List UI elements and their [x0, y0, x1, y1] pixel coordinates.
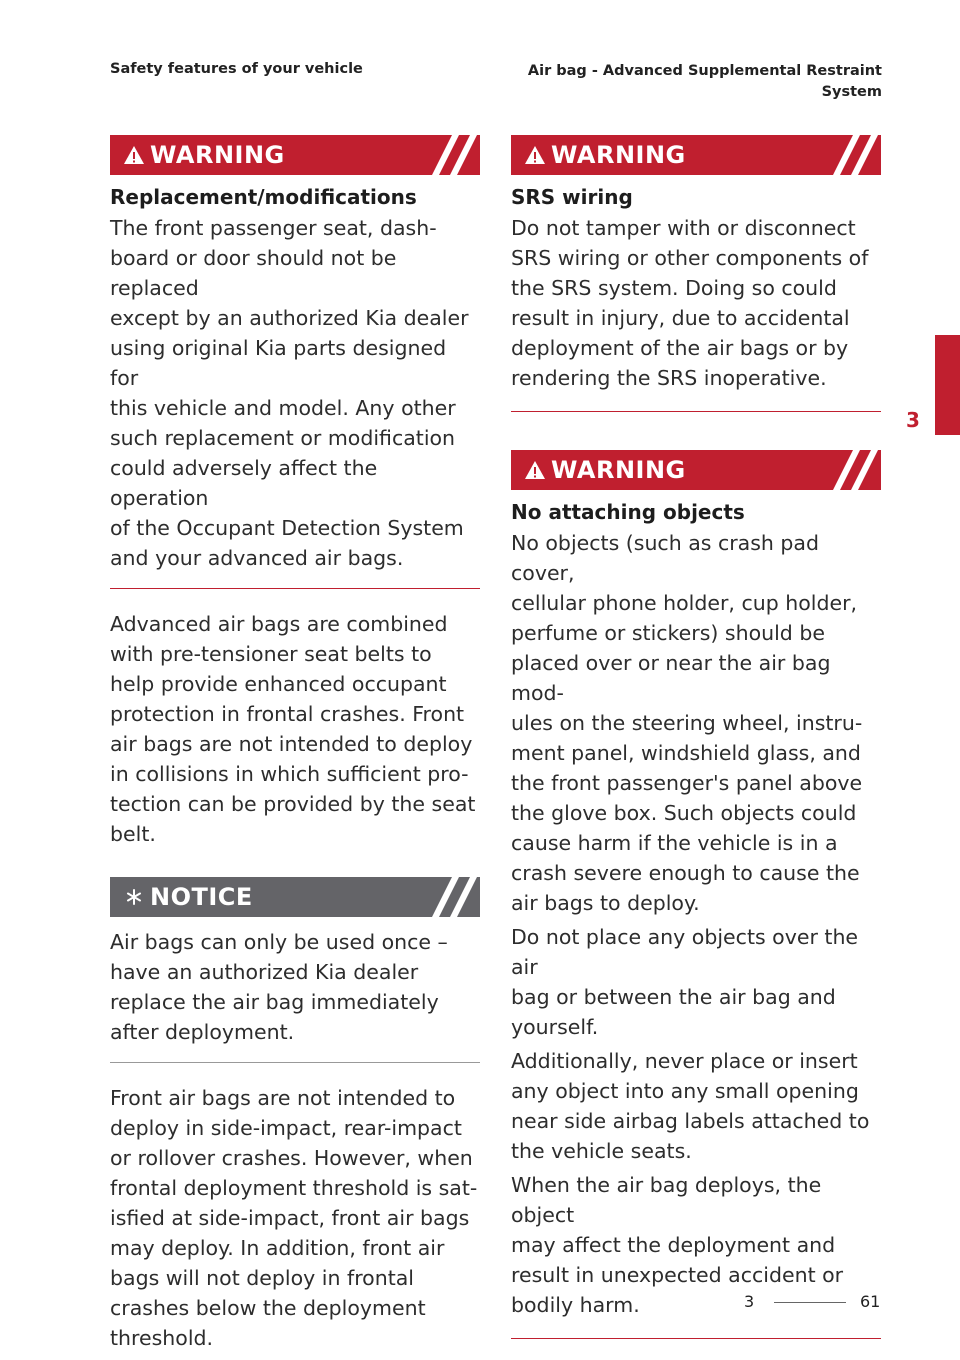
- warning-label: WARNING: [551, 141, 686, 169]
- asterisk-icon: [127, 889, 141, 905]
- notice-label: NOTICE: [150, 883, 253, 911]
- warning-box-header: WARNING: [110, 135, 480, 175]
- header-section-title: Safety features of your vehicle: [110, 61, 363, 77]
- warning-label: WARNING: [150, 141, 285, 169]
- warning-text: Do not tamper with or disconnect SRS wir…: [511, 216, 869, 390]
- warning-text: Do not place any objects over the air ba…: [511, 925, 859, 1039]
- divider: [110, 1062, 480, 1063]
- stripes-decoration: [432, 135, 477, 175]
- warning-label: WARNING: [551, 456, 686, 484]
- footer-chapter-number: 3: [744, 1292, 755, 1311]
- notice-box-header: NOTICE: [110, 877, 480, 917]
- divider: [511, 1338, 881, 1339]
- warning-triangle-icon: [525, 461, 545, 479]
- warning-text: No objects (such as crash pad cover, cel…: [511, 531, 863, 915]
- chapter-tab-number: 3: [906, 408, 920, 432]
- warning-text: Additionally, never place or insert any …: [511, 1049, 870, 1163]
- divider: [110, 588, 480, 589]
- right-column: WARNING SRS wiring Do not tamper with or…: [511, 135, 881, 1339]
- warning-box-header: WARNING: [511, 135, 881, 175]
- warning-title: SRS wiring: [511, 185, 633, 209]
- stripes-decoration: [432, 877, 477, 917]
- notice-text: Air bags can only be used once – have an…: [110, 930, 448, 1044]
- body-paragraph: Front air bags are not intended to deplo…: [110, 1086, 478, 1350]
- chapter-tab: [935, 335, 960, 435]
- header-topic-title: Air bag - Advanced Supplemental Restrain…: [527, 63, 882, 101]
- warning-title: No attaching objects: [511, 500, 745, 524]
- left-column: WARNING Replacement/modifications The fr…: [110, 135, 480, 1353]
- footer-divider: [774, 1302, 846, 1303]
- warning-text: The front passenger seat, dash- board or…: [110, 216, 469, 570]
- body-paragraph: Advanced air bags are combined with pre-…: [110, 612, 476, 846]
- stripes-decoration: [833, 450, 878, 490]
- footer-page-number: 61: [860, 1292, 881, 1311]
- warning-triangle-icon: [525, 146, 545, 164]
- warning-title: Replacement/modifications: [110, 185, 417, 209]
- warning-box-header: WARNING: [511, 450, 881, 490]
- divider: [511, 411, 881, 412]
- warning-triangle-icon: [124, 146, 144, 164]
- stripes-decoration: [833, 135, 878, 175]
- warning-text: When the air bag deploys, the object may…: [511, 1173, 844, 1317]
